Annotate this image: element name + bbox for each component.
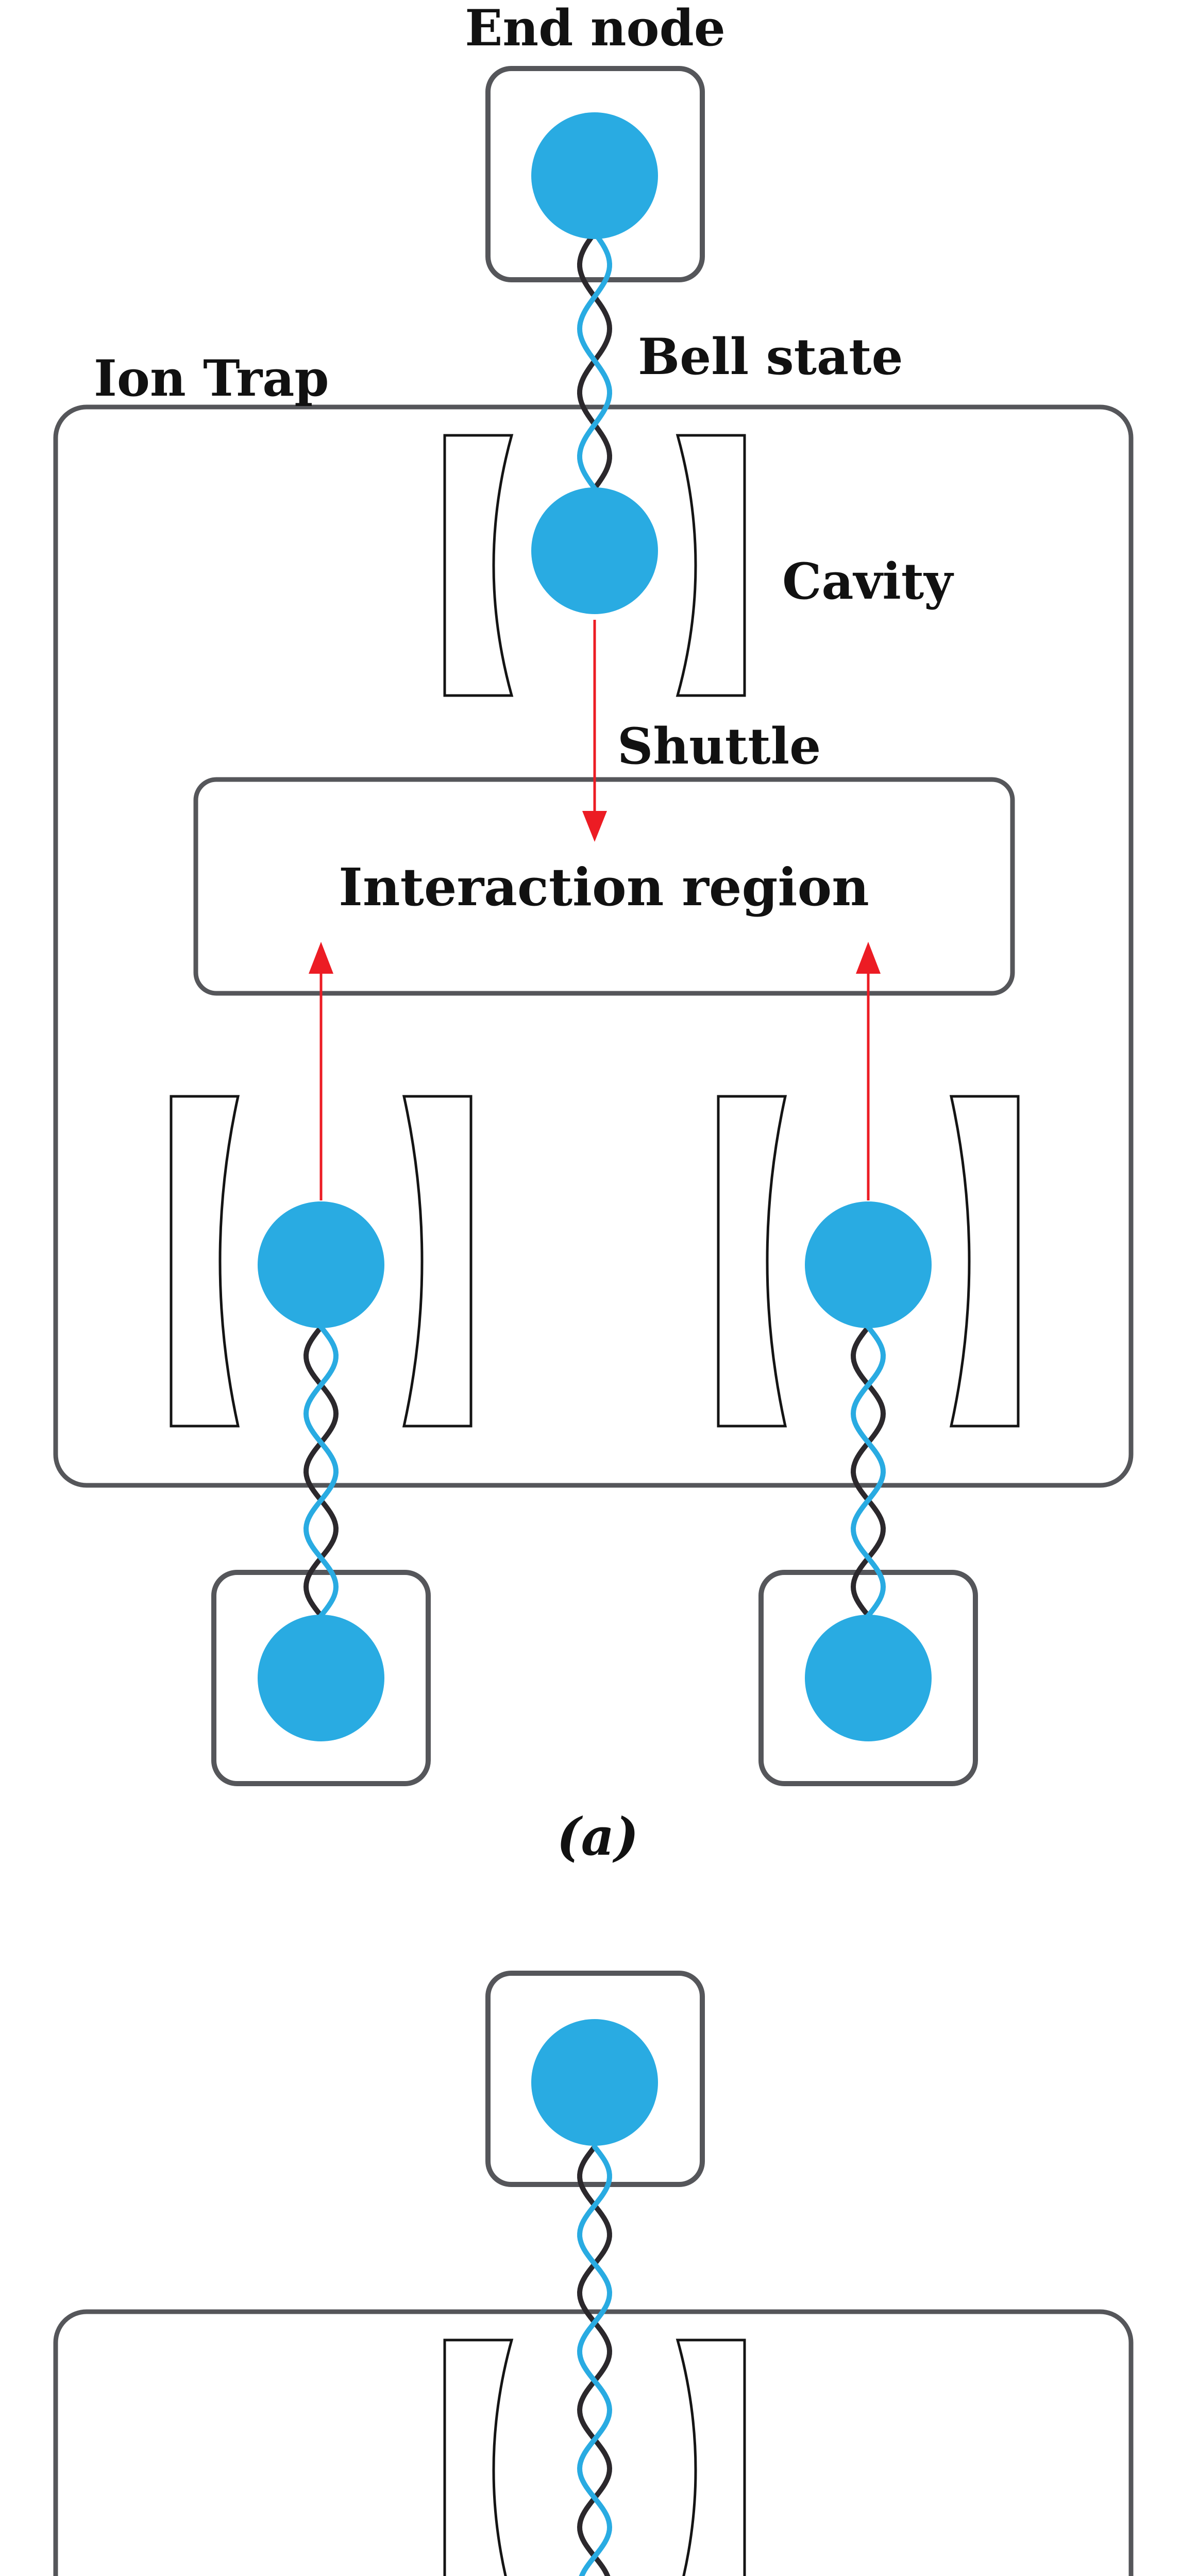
entanglement-strand-black [850,1325,886,1618]
entanglement-strand-blue [577,2144,613,2576]
cavity-mirror-right [676,434,746,697]
ion-qubit [805,1615,932,1741]
interaction-region-label: Interaction region [339,857,869,918]
cavity-mirror-right [949,1095,1020,1428]
ion-qubit [805,1201,932,1328]
shuttle-arrow-down-head [582,811,607,842]
shuttle-label: Shuttle [617,717,821,775]
ion-trap-label: Ion Trap [94,349,329,408]
ion-qubit [258,1201,384,1328]
ion-qubit [258,1615,384,1741]
entanglement-strand-blue [577,230,613,491]
panel-b: GHZ measurement(b) [53,1971,1134,2576]
ion-qubit [531,112,658,239]
cavity-label: Cavity [782,552,954,611]
bell-state-label: Bell state [638,328,903,386]
entanglement-strand-blue [850,1325,886,1618]
cavity-mirror-left [443,434,514,697]
shuttle-arrow-up-head [856,942,881,974]
panel-a-caption: (a) [556,1806,638,1867]
end-node-label: End node [465,0,726,57]
ion-qubit [531,2019,658,2146]
shuttle-arrow-up-head [309,942,333,974]
entanglement-strand-blue [303,1325,339,1618]
cavity-mirror-left [170,1095,240,1428]
cavity-mirror-left [443,2338,514,2576]
entanglement-strand-black [303,1325,339,1618]
interaction-region-box [193,777,1015,996]
cavity-mirror-right [402,1095,473,1428]
cavity-mirror-left [717,1095,787,1428]
ion-qubit [531,487,658,614]
cavity-mirror-right [676,2338,746,2576]
